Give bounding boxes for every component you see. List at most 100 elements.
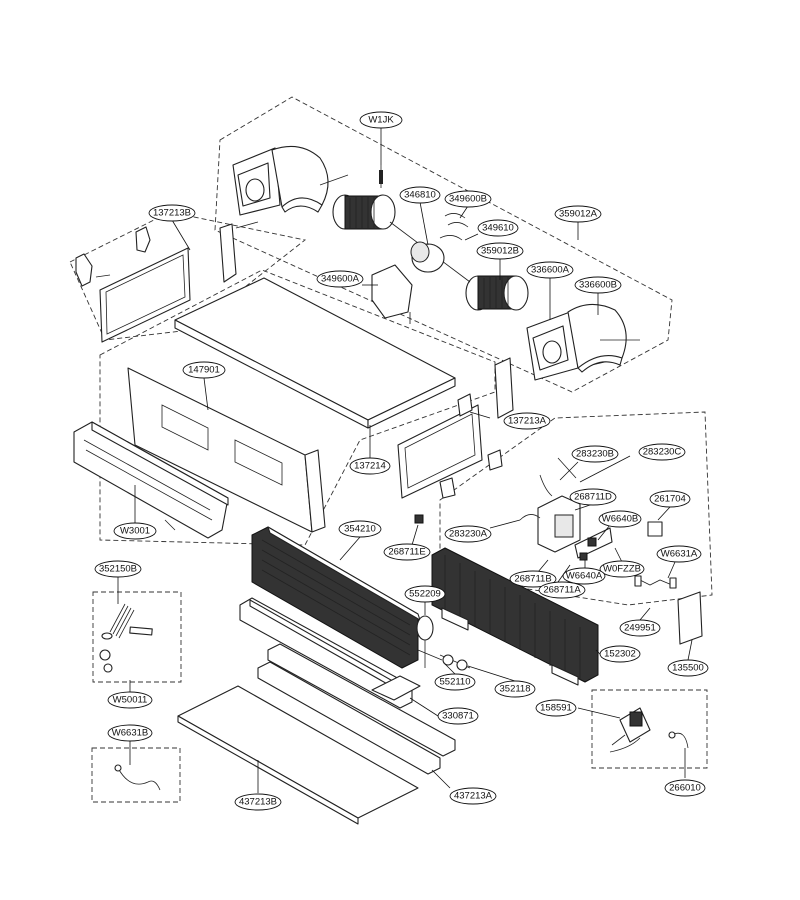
callout-label: 349610 — [482, 223, 514, 234]
callout-label: 437213B — [239, 797, 277, 808]
callout-label: 135500 — [672, 663, 704, 674]
callout-label: 336600A — [531, 265, 570, 276]
callout-283230b: 283230B — [571, 445, 619, 463]
side-bracket — [677, 591, 703, 645]
callout-w0fzzb: W0FZZB — [599, 560, 645, 578]
right-blower-housing — [526, 303, 627, 381]
callout-w50011: W50011 — [107, 691, 153, 709]
callout-label: W50011 — [113, 695, 148, 706]
callout-label: 137213A — [508, 416, 547, 427]
callout-352118: 352118 — [494, 680, 536, 698]
motor-clip-lower — [439, 235, 463, 241]
callout-w6640b: W6640B — [598, 510, 642, 528]
valve-assembly — [416, 615, 471, 671]
callout-w6640a: W6640A — [562, 567, 606, 585]
callout-label: W3001 — [120, 526, 150, 537]
callout-w6631b: W6631B — [107, 724, 153, 742]
callout-437213b: 437213B — [234, 793, 282, 811]
float-switch — [609, 707, 689, 753]
callout-label: 552110 — [440, 677, 471, 688]
callout-352150b: 352150B — [94, 560, 142, 578]
callout-label: 349600B — [449, 194, 487, 205]
callout-266010: 266010 — [664, 779, 706, 797]
callout-268711e: 268711E — [383, 543, 431, 561]
callout-label: 158591 — [540, 703, 572, 714]
right-blower-wheel — [465, 275, 529, 311]
callout-label: 268711D — [574, 492, 612, 503]
sensor-kit-outline — [91, 747, 181, 803]
discharge-grille — [431, 547, 599, 686]
callout-label: 283230C — [643, 447, 682, 458]
callout-label: 261704 — [654, 494, 686, 505]
callout-552209: 552209 — [404, 585, 446, 603]
callout-w1jk: W1JK — [359, 111, 403, 129]
fan-motor — [389, 221, 471, 283]
callout-label: 137213B — [153, 208, 191, 219]
spring-kit-outline — [92, 591, 182, 683]
sensor-wire — [114, 764, 161, 791]
callout-label: 266010 — [669, 783, 701, 794]
callout-349600a: 349600A — [316, 270, 364, 288]
callout-135500: 135500 — [667, 659, 709, 677]
callout-label: 330871 — [442, 711, 474, 722]
callout-label: 268711E — [388, 547, 425, 558]
callout-label: W6631B — [112, 728, 148, 739]
callout-437213a: 437213A — [449, 787, 497, 805]
callout-label: 349600A — [321, 274, 360, 285]
callout-label: 249951 — [624, 623, 656, 634]
front-panel — [127, 367, 326, 533]
callout-label: 283230A — [449, 529, 488, 540]
callout-249951: 249951 — [619, 619, 661, 637]
blower-group-outline — [214, 96, 673, 393]
callout-label: 268711B — [514, 574, 551, 585]
callout-261704: 261704 — [649, 490, 691, 508]
motor-clip-upper — [444, 213, 469, 228]
drain-rails — [257, 643, 456, 775]
callout-w6631a: W6631A — [656, 545, 702, 563]
callout-330871: 330871 — [437, 707, 479, 725]
left-blower-housing — [232, 145, 329, 216]
callout-label: 352118 — [500, 684, 531, 695]
spring-kit — [99, 603, 153, 673]
callout-label: W6640A — [566, 571, 603, 582]
callout-359012a: 359012A — [554, 205, 602, 223]
callout-137214: 137214 — [349, 457, 391, 475]
callout-label: 359012B — [481, 246, 519, 257]
callout-349610: 349610 — [477, 219, 519, 237]
top-panel — [174, 277, 456, 429]
callout-137213a: 137213A — [503, 412, 551, 430]
callout-268711d: 268711D — [569, 488, 617, 506]
callout-w3001: W3001 — [113, 522, 157, 540]
drain-pan — [239, 597, 421, 709]
callout-label: 346810 — [404, 190, 436, 201]
callout-label: 268711A — [543, 585, 581, 596]
callout-283230a: 283230A — [444, 525, 492, 543]
callout-336600a: 336600A — [526, 261, 574, 279]
callout-label: 147901 — [188, 365, 220, 376]
callout-336600b: 336600B — [574, 276, 622, 294]
callout-label: 437213A — [454, 791, 493, 802]
callout-268711a: 268711A — [538, 581, 586, 599]
callout-label: W6640B — [602, 514, 638, 525]
callout-349600b: 349600B — [444, 190, 492, 208]
motor-mount-bracket — [371, 264, 413, 319]
callout-label: 336600B — [579, 280, 617, 291]
control-box-group-outline — [439, 411, 713, 606]
leader-lines — [117, 128, 693, 793]
callout-label: 352150B — [99, 564, 137, 575]
group-outlines — [69, 96, 713, 803]
right-side-panel — [397, 357, 514, 499]
blower-assembly — [232, 145, 640, 381]
callout-label: 283230B — [576, 449, 614, 460]
bottom-plate — [177, 685, 419, 825]
callout-label: W1JK — [368, 115, 394, 126]
callout-147901: 147901 — [182, 361, 226, 379]
callout-label: 152302 — [604, 649, 636, 660]
callout-268711b: 268711B — [509, 570, 557, 588]
left-blower-wheel — [332, 194, 396, 230]
callout-label: W0FZZB — [603, 564, 641, 575]
control-box — [414, 457, 677, 589]
callout-152302: 152302 — [599, 645, 641, 663]
evaporator-coil — [251, 526, 421, 669]
